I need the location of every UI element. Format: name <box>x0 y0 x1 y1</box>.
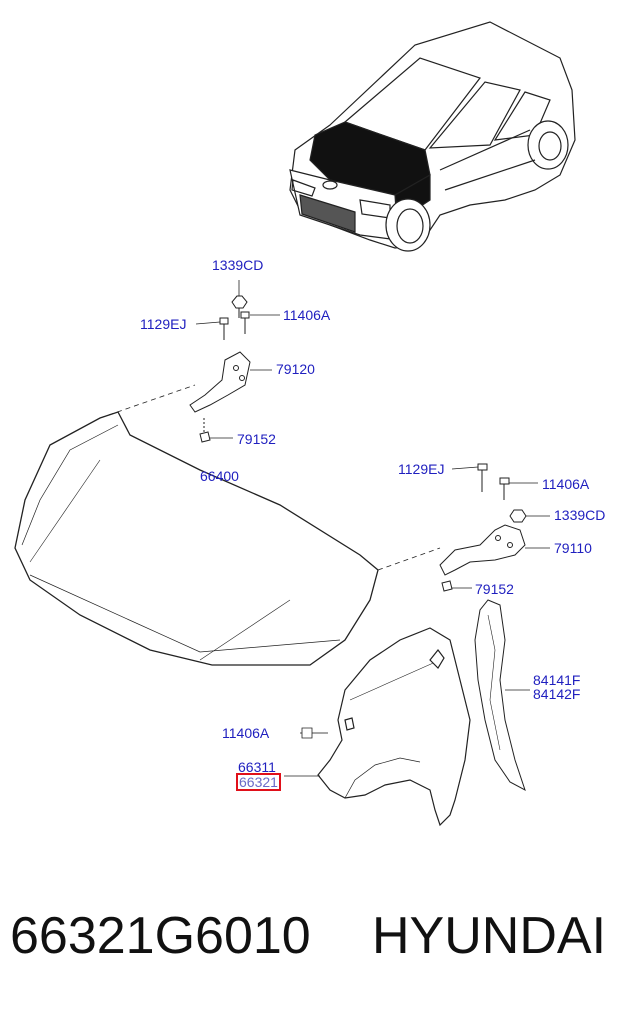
label-66321-highlighted[interactable]: 66321 <box>236 773 281 791</box>
hood-66400 <box>14 384 441 666</box>
footer: 66321G6010 HYUNDAI <box>0 900 624 980</box>
nut-1339cd-right <box>509 509 527 523</box>
fender-liner-84141f <box>474 599 526 792</box>
bolt-11406a-top <box>240 311 250 319</box>
label-79152-right: 79152 <box>475 581 514 597</box>
fender-66321 <box>317 627 471 827</box>
label-1339cd-right: 1339CD <box>554 507 606 523</box>
hinge-79110 <box>439 524 526 576</box>
label-66311: 66311 <box>238 759 276 775</box>
leader-lines-fender <box>284 727 328 777</box>
bolt-11406a-right <box>499 477 510 485</box>
brand-name: HYUNDAI <box>372 907 607 965</box>
bolt-1129ej-top <box>219 317 229 325</box>
label-84141f: 84141F <box>533 672 581 688</box>
car-illustration <box>289 21 576 252</box>
right-hinge-group <box>439 463 527 592</box>
part-number: 66321G6010 <box>10 907 311 965</box>
hinge-79120 <box>189 351 251 413</box>
label-66400: 66400 <box>200 468 239 484</box>
left-hinge-group <box>189 295 251 443</box>
bolt-79152-top <box>199 431 211 443</box>
label-11406a-fender: 11406A <box>222 725 270 741</box>
bolt-79152-right <box>441 580 453 592</box>
label-1129ej-top: 1129EJ <box>140 316 187 332</box>
label-79120: 79120 <box>276 361 315 377</box>
label-79110: 79110 <box>554 540 592 556</box>
label-11406a-right: 11406A <box>542 476 590 492</box>
nut-1339cd-top <box>231 295 248 309</box>
parts-diagram <box>14 21 576 827</box>
label-79152-top: 79152 <box>237 431 276 447</box>
leader-lines-right <box>451 466 550 691</box>
label-84142f: 84142F <box>533 686 581 702</box>
label-1129ej-right: 1129EJ <box>398 461 445 477</box>
label-1339cd-top: 1339CD <box>212 257 264 273</box>
bolt-1129ej-right <box>477 463 488 471</box>
label-11406a-top: 11406A <box>283 307 331 323</box>
